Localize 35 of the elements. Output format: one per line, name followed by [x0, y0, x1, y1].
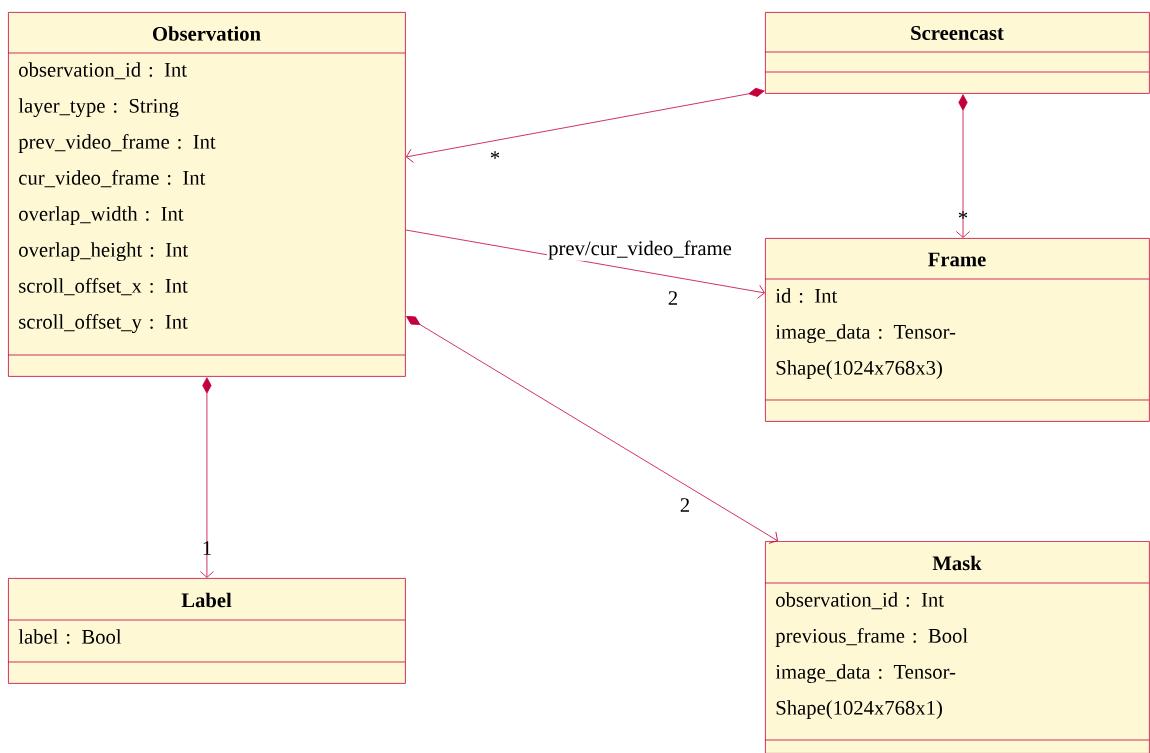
attribute-text: image_data : Tensor- Shape(1024x768x3) — [775, 324, 956, 379]
multiplicity-label: 2 — [680, 498, 689, 512]
class-box — [7, 12, 406, 377]
attribute-text: prev_video_frame : Int — [18, 134, 216, 153]
class-box — [7, 578, 406, 684]
attribute-text: cur_video_frame : Int — [19, 170, 206, 188]
attribute-text: scroll_offset_y : Int — [19, 314, 188, 334]
class-name: Observation — [152, 26, 261, 41]
class-name: Screencast — [911, 26, 1004, 40]
composition-arrow — [405, 229, 765, 299]
class-box — [764, 12, 1150, 94]
class-box — [764, 238, 1150, 422]
class-name: Mask — [932, 555, 982, 571]
attribute-text: label : Bool — [18, 629, 122, 644]
attribute-text: overlap_width : Int — [19, 206, 184, 225]
class-name: Label — [181, 592, 232, 608]
attribute-text: observation_id : Int — [776, 592, 944, 610]
composition-arrow — [199, 377, 214, 578]
attribute-text: observation_id : Int — [19, 62, 187, 80]
attribute-text: scroll_offset_x : Int — [19, 278, 188, 296]
attribute-text: image_data : Tensor- Shape(1024x768x1) — [775, 664, 956, 719]
attribute-text: id : Int — [775, 288, 838, 303]
attribute-text: previous_frame : Bool — [775, 628, 968, 647]
class-name: Frame — [928, 252, 986, 267]
attribute-text: layer_type : String — [18, 98, 179, 118]
composition-arrow — [955, 94, 971, 238]
attribute-text: overlap_height : Int — [19, 242, 189, 262]
multiplicity-label: * — [958, 211, 968, 219]
composition-arrow — [405, 87, 765, 163]
edge-label: prev/cur_video_frame — [546, 239, 734, 261]
multiplicity-label: 1 — [203, 541, 211, 555]
composition-arrow — [406, 316, 778, 544]
multiplicity-label: * — [490, 151, 500, 159]
class-box — [764, 541, 1150, 753]
multiplicity-label: 2 — [668, 291, 677, 305]
